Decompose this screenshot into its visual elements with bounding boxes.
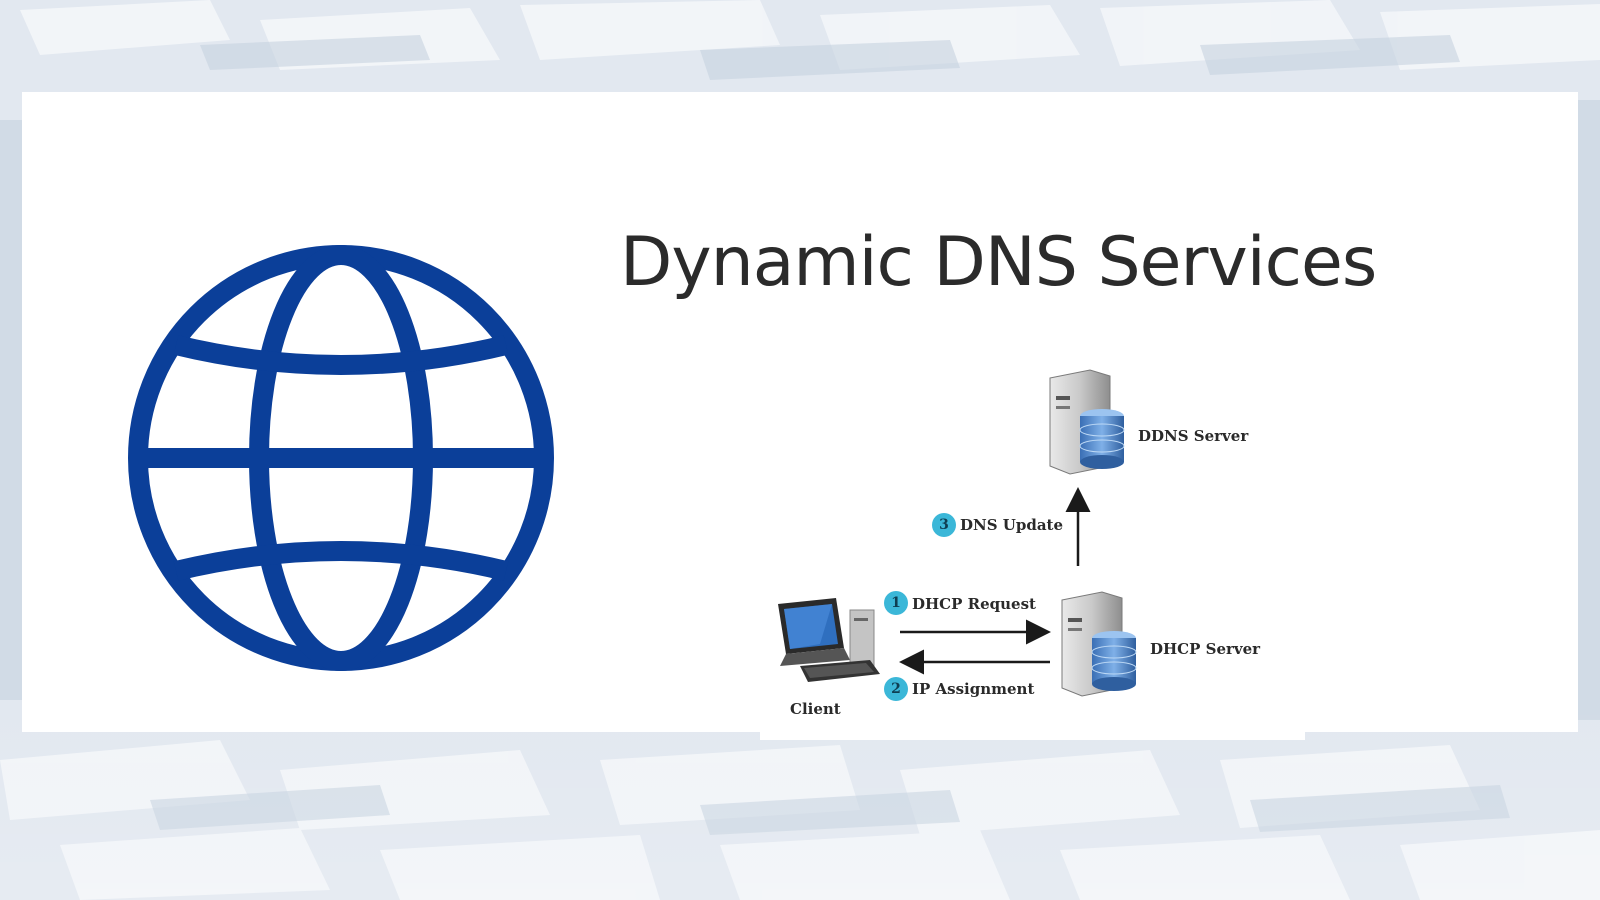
diagram-graphics bbox=[778, 369, 1137, 697]
ddns-server-label: DDNS Server bbox=[1138, 427, 1249, 445]
step-badge-1: 1 bbox=[884, 591, 908, 615]
dhcp-request-label: DHCP Request bbox=[912, 595, 1036, 613]
dhcp-server-label: DHCP Server bbox=[1150, 640, 1261, 658]
step-badge-3: 3 bbox=[932, 513, 956, 537]
step-badge-2: 2 bbox=[884, 677, 908, 701]
ddns-server-icon bbox=[1049, 369, 1125, 475]
client-computer-icon bbox=[778, 598, 880, 682]
dns-update-label: DNS Update bbox=[960, 516, 1064, 534]
ddns-diagram: DDNS Server DHCP Server Client 3 DNS Upd… bbox=[760, 348, 1305, 740]
ip-assignment-label: IP Assignment bbox=[912, 680, 1035, 698]
client-label: Client bbox=[790, 700, 841, 718]
dhcp-server-icon bbox=[1061, 591, 1137, 697]
slide-title: Dynamic DNS Services bbox=[620, 223, 1377, 302]
globe-icon bbox=[128, 245, 554, 671]
